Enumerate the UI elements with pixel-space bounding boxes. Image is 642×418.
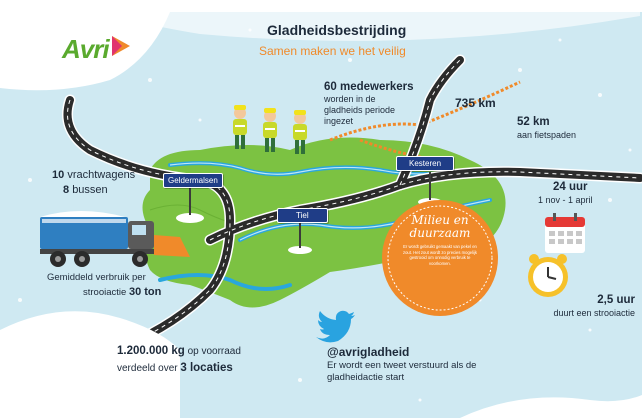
trucks-count: 10 [52,169,65,181]
bikepaths-value: 52 km [517,116,550,128]
eco-badge-shape [382,200,498,316]
alarm-clock-shape [528,254,568,297]
page-subtitle: Samen maken we het veilig [259,44,406,58]
sign-tiel: Tiel [277,208,328,223]
eco-badge: Milieu en duurzaam Er wordt gebruikt gem… [394,214,486,266]
usage-line2: strooiactie [83,287,127,298]
stock-suffix: op voorraad [187,346,241,357]
usage-line1: Gemiddeld verbruik per [47,272,146,283]
workers-line2: gladheids periode [324,105,396,115]
bikepaths-label: aan fietspaden [517,130,577,140]
usage-value: 30 ton [128,286,162,298]
eco-title-line1: Milieu en [411,213,469,227]
twitter-bird-shape [316,310,355,343]
duration-label: duurt een strooiactie [553,308,635,318]
sign-geldermalsen: Geldermalsen [163,173,223,188]
sign-kesteren: Kesteren [396,156,455,171]
usage-stat: Gemiddeld verbruik per strooiactie 30 to… [47,270,161,300]
snow-mounds [0,198,642,418]
buses-label: bussen [72,184,108,196]
buses-count: 8 [63,184,70,196]
fleet-stat: 10 vrachtwagens 8 bussen [52,168,135,198]
hours-value: 24 uur [553,181,588,193]
workers-line3: ingezet [324,116,354,126]
logo-background [0,12,170,91]
twitter-handle[interactable]: @avrigladheid [327,345,410,359]
hours-stat: 24 uur 1 nov - 1 april [538,180,593,206]
calendar-icon-shape [545,213,585,253]
logo-text: Avri [62,34,110,64]
twitter-block: @avrigladheid Er wordt een tweet verstuu… [327,344,476,384]
workers-line1: worden in de [324,94,376,104]
sign-posts [189,172,431,248]
twitter-line2: gladheidactie start [327,372,405,383]
eco-title-line2: duurzaam [409,226,471,240]
avri-logo: Avri [62,34,110,65]
workers-stat: 60 medewerkers worden in de gladheids pe… [324,80,414,127]
stock-value: 1.200.000 kg [117,345,185,357]
locations-prefix: verdeeld over [117,363,178,374]
workers-illustration [233,105,307,154]
eco-body: Er wordt gebruikt gemaakt van pekel en z… [402,244,477,266]
period-label: 1 nov - 1 april [538,195,593,205]
bikepaths-stat: 52 km aan fietspaden [517,115,576,141]
stock-stat: 1.200.000 kg op voorraad verdeeld over 3… [117,343,241,377]
duration-stat: 2,5 uur duurt een strooiactie [535,293,635,319]
duration-value: 2,5 uur [597,294,635,306]
page-title: Gladheidsbestrijding [267,22,407,38]
logo-mark-icon [112,36,130,56]
trucks-label: vrachtwagens [67,169,136,181]
locations-value: 3 locaties [180,362,233,374]
workers-value: 60 medewerkers [324,81,414,93]
salt-truck-illustration [40,211,190,267]
roads-km: 735 km [455,96,496,110]
twitter-line1: Er wordt een tweet verstuurd als de [327,360,477,371]
